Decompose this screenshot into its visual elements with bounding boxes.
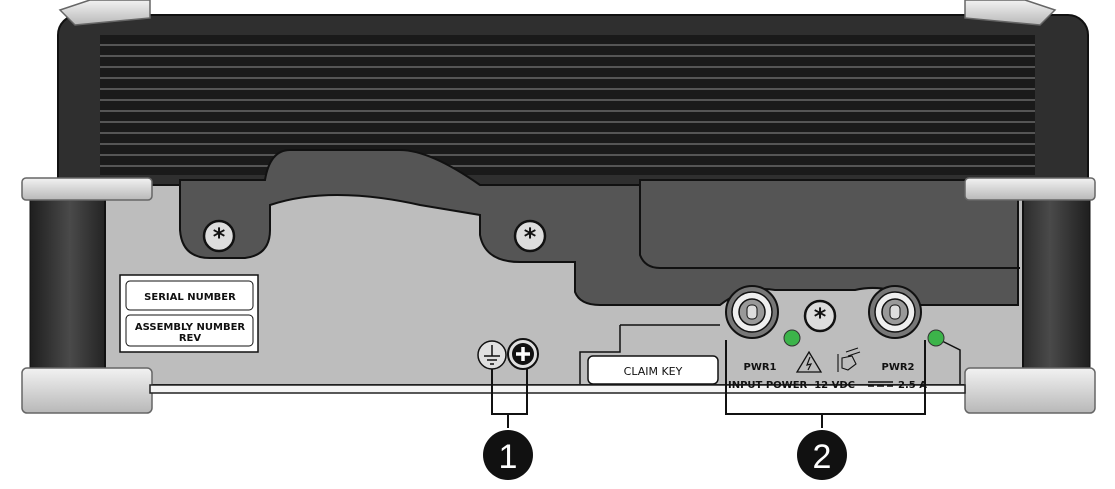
svg-text:2: 2 bbox=[813, 438, 832, 476]
input-power-label: INPUT POWER 12 VDC bbox=[728, 380, 855, 391]
pwr1-label: PWR1 bbox=[743, 362, 776, 373]
pwr2-led bbox=[927, 329, 945, 347]
screw-icon: * bbox=[803, 299, 837, 333]
serial-number-label: SERIAL NUMBER bbox=[144, 292, 236, 303]
assembly-number-label: ASSEMBLY NUMBER bbox=[135, 322, 246, 333]
high-voltage-warning-icon bbox=[795, 350, 823, 373]
read-manual-icon bbox=[837, 347, 861, 372]
screw-icon: * bbox=[513, 219, 547, 253]
svg-text:1: 1 bbox=[499, 438, 518, 476]
callout-1: 1 bbox=[483, 369, 533, 480]
claim-key-text: CLAIM KEY bbox=[624, 365, 683, 378]
callout-2: 2 bbox=[725, 340, 926, 480]
pwr2-label: PWR2 bbox=[881, 362, 914, 373]
ground-icon bbox=[477, 340, 507, 370]
pwr2-connector bbox=[868, 285, 922, 339]
screw-icon: * bbox=[202, 219, 236, 253]
rev-label: REV bbox=[179, 333, 202, 344]
svg-text:*: * bbox=[524, 223, 537, 251]
heat-sink-fins bbox=[100, 44, 1035, 167]
identification-label: SERIAL NUMBER ASSEMBLY NUMBER REV bbox=[119, 274, 259, 353]
svg-text:*: * bbox=[814, 303, 827, 331]
pwr1-led bbox=[783, 329, 801, 347]
plus-terminal-icon bbox=[507, 338, 539, 370]
current-label: 2.5 A bbox=[898, 380, 927, 391]
corner-bumpers bbox=[21, 0, 1096, 414]
claim-key-label: CLAIM KEY bbox=[587, 355, 719, 385]
pwr1-connector bbox=[725, 285, 779, 339]
svg-text:*: * bbox=[213, 223, 226, 251]
dc-symbol-icon bbox=[868, 381, 893, 387]
